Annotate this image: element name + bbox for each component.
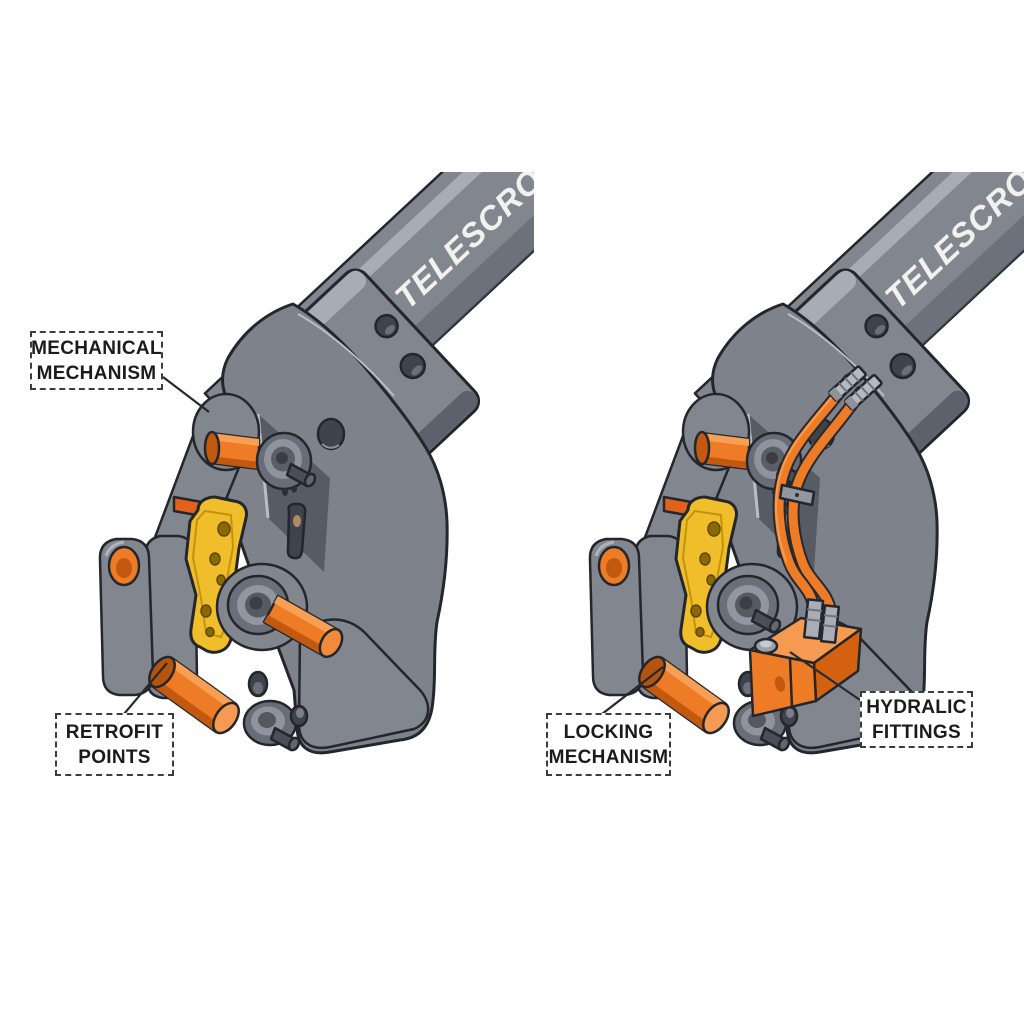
hydraulic-hoses xyxy=(772,373,868,621)
callout-line: LOCKING xyxy=(563,721,654,743)
callout-hydraulic-fittings: HYDRALIC FITTINGS xyxy=(860,691,973,748)
callout-line: MECHANISM xyxy=(548,746,669,768)
manual-lock-pin xyxy=(262,594,344,659)
callout-line: MECHANISM xyxy=(36,362,157,384)
callout-line: HYDRALIC xyxy=(866,696,967,718)
callout-line: RETROFIT xyxy=(65,721,164,743)
callout-mechanical-mechanism: MECHANICAL MECHANISM xyxy=(30,331,163,390)
callout-line: MECHANICAL xyxy=(31,337,162,359)
hose-clamp xyxy=(778,483,816,507)
hub-stub-right xyxy=(750,608,782,634)
callout-line: FITTINGS xyxy=(872,721,961,743)
leader-locking xyxy=(601,666,664,715)
upper-hose-fittings xyxy=(828,365,883,411)
leader-hydraulic xyxy=(789,651,861,701)
leader-mechanical xyxy=(162,376,210,413)
callout-locking-mechanism: LOCKING MECHANISM xyxy=(546,713,671,776)
hydraulic-port-fittings xyxy=(802,598,841,644)
callout-retrofit-points: RETROFIT POINTS xyxy=(55,713,174,776)
leader-retrofit xyxy=(123,662,168,715)
callout-line: POINTS xyxy=(78,746,151,768)
